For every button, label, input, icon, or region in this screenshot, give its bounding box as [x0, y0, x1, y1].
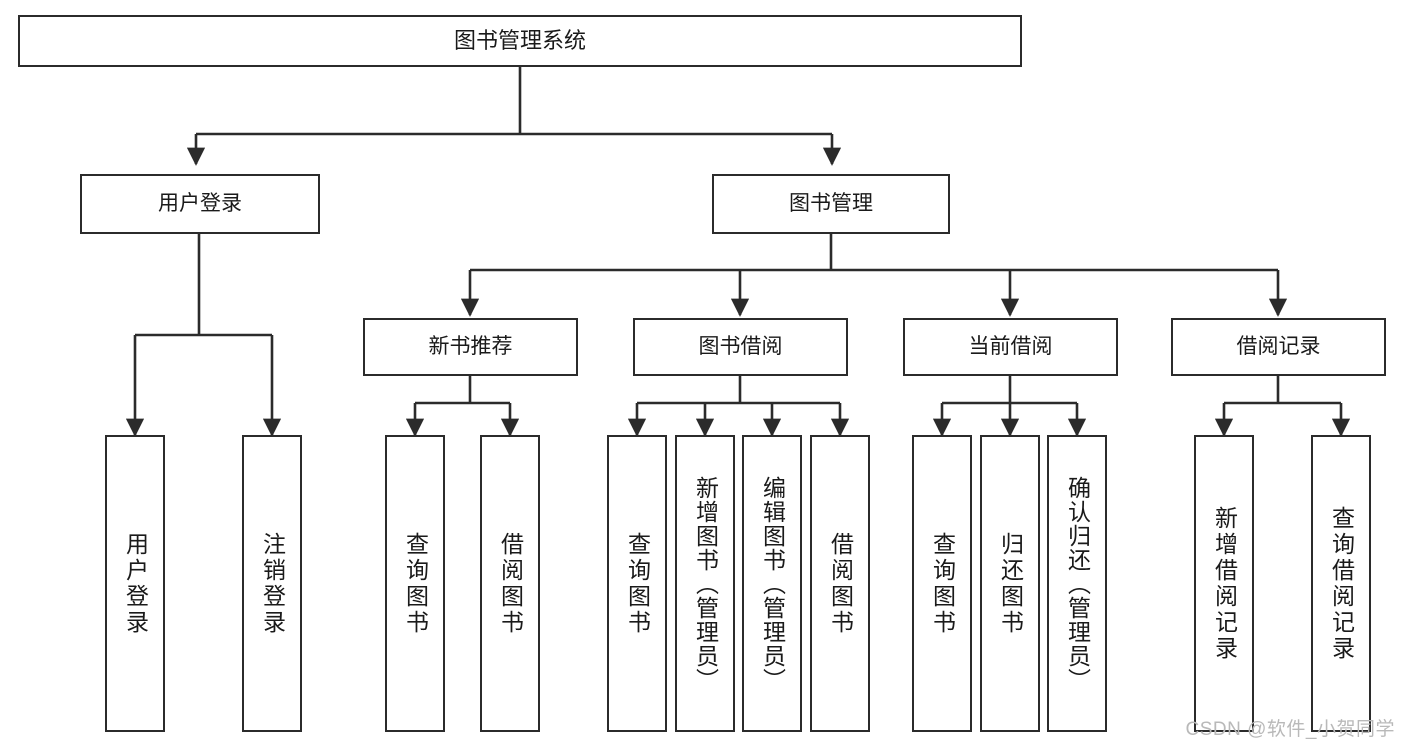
node-label: 新增借阅记录 [1211, 505, 1238, 662]
node-root-system[interactable]: 图书管理系统 [18, 15, 1022, 67]
leaf-borrow-query-book[interactable]: 查询图书 [607, 435, 667, 732]
node-new-book-recommend[interactable]: 新书推荐 [363, 318, 578, 376]
leaf-record-add-record[interactable]: 新增借阅记录 [1194, 435, 1254, 732]
leaf-user-login-login[interactable]: 用户登录 [105, 435, 165, 732]
node-label: 用户登录 [158, 191, 242, 215]
node-label: 借阅图书 [497, 531, 524, 636]
node-label: 新书推荐 [428, 334, 513, 358]
node-label: 查询图书 [402, 531, 429, 636]
node-label: 新增图书（管理员） [692, 475, 719, 692]
leaf-recommend-borrow-book[interactable]: 借阅图书 [480, 435, 540, 732]
leaf-record-query-record[interactable]: 查询借阅记录 [1311, 435, 1371, 732]
node-label: 查询借阅记录 [1328, 505, 1355, 662]
node-book-management[interactable]: 图书管理 [712, 174, 950, 234]
leaf-current-return-book[interactable]: 归还图书 [980, 435, 1040, 732]
leaf-recommend-query-book[interactable]: 查询图书 [385, 435, 445, 732]
node-label: 借阅记录 [1236, 334, 1321, 358]
leaf-user-login-logout[interactable]: 注销登录 [242, 435, 302, 732]
node-label: 归还图书 [997, 531, 1024, 636]
node-label: 编辑图书（管理员） [759, 475, 786, 692]
node-label: 当前借阅 [968, 334, 1053, 358]
node-label: 图书借阅 [698, 334, 783, 358]
leaf-current-query-book[interactable]: 查询图书 [912, 435, 972, 732]
node-current-borrow[interactable]: 当前借阅 [903, 318, 1118, 376]
node-user-login[interactable]: 用户登录 [80, 174, 320, 234]
leaf-current-confirm-return-admin[interactable]: 确认归还（管理员） [1047, 435, 1107, 732]
leaf-borrow-add-book-admin[interactable]: 新增图书（管理员） [675, 435, 735, 732]
leaf-borrow-edit-book-admin[interactable]: 编辑图书（管理员） [742, 435, 802, 732]
node-label: 确认归还（管理员） [1064, 475, 1091, 692]
node-label: 图书管理 [789, 191, 873, 215]
node-label: 用户登录 [122, 531, 149, 636]
node-label: 查询图书 [624, 531, 651, 636]
node-borrow-record[interactable]: 借阅记录 [1171, 318, 1386, 376]
node-label: 查询图书 [929, 531, 956, 636]
node-book-borrow[interactable]: 图书借阅 [633, 318, 848, 376]
node-label: 注销登录 [259, 531, 286, 636]
node-label: 借阅图书 [827, 531, 854, 636]
leaf-borrow-borrow-book[interactable]: 借阅图书 [810, 435, 870, 732]
node-label: 图书管理系统 [453, 28, 586, 54]
